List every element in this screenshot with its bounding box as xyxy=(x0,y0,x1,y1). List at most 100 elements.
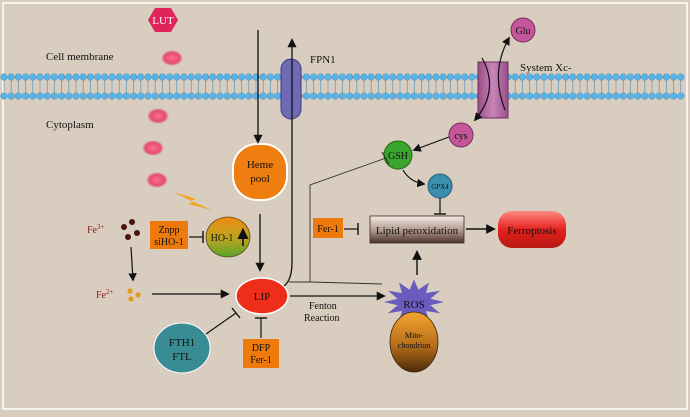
membrane-head-outer xyxy=(101,73,109,81)
membrane-head-outer xyxy=(439,73,447,81)
fe3-ion-cluster xyxy=(121,219,140,240)
membrane-head-outer xyxy=(216,73,224,81)
membrane-head-outer xyxy=(554,73,562,81)
mitochondrion-node xyxy=(389,311,439,373)
membrane-head-inner xyxy=(598,92,606,100)
membrane-head-inner xyxy=(144,92,152,100)
membrane-head-outer xyxy=(65,73,73,81)
membrane-head-outer xyxy=(302,73,310,81)
membrane-head-inner xyxy=(446,92,454,100)
membrane-head-outer xyxy=(238,73,246,81)
fth1-ftl-node xyxy=(153,322,211,374)
membrane-head-outer xyxy=(122,73,130,81)
lipid-peroxidation-box xyxy=(369,215,465,244)
mito-label-line2: chondrion xyxy=(398,341,430,350)
membrane-head-outer xyxy=(346,73,354,81)
membrane-head-outer xyxy=(454,73,462,81)
fer1-left-label: Fer-1 xyxy=(317,224,338,235)
membrane-head-inner xyxy=(7,92,15,100)
membrane-head-outer xyxy=(7,73,15,81)
membrane-head-outer xyxy=(367,73,375,81)
membrane-head-inner xyxy=(403,92,411,100)
membrane-head-inner xyxy=(562,92,570,100)
lut-dot xyxy=(161,50,183,66)
membrane-head-outer xyxy=(29,73,37,81)
membrane-head-outer xyxy=(662,73,670,81)
fe3-ion xyxy=(121,224,127,230)
membrane-head-inner xyxy=(382,92,390,100)
dfp-label: DFP xyxy=(252,343,271,354)
membrane-head-inner xyxy=(461,92,469,100)
fenton-label-line1: Fenton xyxy=(309,301,337,312)
membrane-head-outer xyxy=(36,73,44,81)
membrane-head-outer xyxy=(79,73,87,81)
membrane-head-inner xyxy=(65,92,73,100)
membrane-head-outer xyxy=(14,73,22,81)
membrane-head-outer xyxy=(619,73,627,81)
heme-pool-node xyxy=(232,143,288,201)
membrane-head-outer xyxy=(562,73,570,81)
membrane-head-outer xyxy=(648,73,656,81)
membrane-head-inner xyxy=(626,92,634,100)
znpp-label: Znpp xyxy=(158,225,179,236)
membrane-head-inner xyxy=(137,92,145,100)
membrane-head-inner xyxy=(511,92,519,100)
cell-membrane-bilayer xyxy=(0,73,685,100)
membrane-head-outer xyxy=(266,73,274,81)
lut-diffusion-dots xyxy=(142,50,183,188)
diagram-frame xyxy=(2,2,688,410)
membrane-head-inner xyxy=(346,92,354,100)
membrane-head-inner xyxy=(194,92,202,100)
membrane-head-inner xyxy=(526,92,534,100)
fe3-label: Fe3+ xyxy=(87,223,105,236)
membrane-head-outer xyxy=(533,73,541,81)
membrane-head-inner xyxy=(583,92,591,100)
membrane-head-inner xyxy=(72,92,80,100)
lut-label: LUT xyxy=(152,15,174,27)
fe3-to-fe2-arrow xyxy=(128,246,137,282)
membrane-head-inner xyxy=(223,92,231,100)
membrane-head-inner xyxy=(202,92,210,100)
cys-import-arrow xyxy=(473,57,491,122)
fer1-bottom-label: Fer-1 xyxy=(250,355,271,366)
glu-node xyxy=(510,17,536,43)
membrane-head-inner xyxy=(418,92,426,100)
membrane-head-inner xyxy=(353,92,361,100)
membrane-head-inner xyxy=(331,92,339,100)
membrane-head-outer xyxy=(655,73,663,81)
membrane-head-outer xyxy=(670,73,678,81)
membrane-head-outer xyxy=(202,73,210,81)
mito-label-line1: Mito- xyxy=(405,331,424,340)
membrane-head-outer xyxy=(396,73,404,81)
membrane-head-inner xyxy=(590,92,598,100)
membrane-head-outer xyxy=(338,73,346,81)
membrane-head-outer xyxy=(274,73,282,81)
membrane-head-outer xyxy=(626,73,634,81)
membrane-head-inner xyxy=(151,92,159,100)
system-xc-label: System Xc- xyxy=(520,62,572,74)
membrane-head-outer xyxy=(22,73,30,81)
membrane-head-inner xyxy=(130,92,138,100)
cys-to-gsh-arrow xyxy=(412,136,450,152)
dfp-fer1-box xyxy=(243,339,279,368)
membrane-head-inner xyxy=(238,92,246,100)
fe3-ion xyxy=(134,230,140,236)
membrane-head-outer xyxy=(151,73,159,81)
cys-label: cys xyxy=(454,131,467,142)
membrane-head-outer xyxy=(547,73,555,81)
fe2-ion xyxy=(135,292,141,298)
membrane-head-inner xyxy=(108,92,116,100)
membrane-head-inner xyxy=(259,92,267,100)
fth1-inhibit-bar xyxy=(231,307,241,319)
membrane-head-inner xyxy=(425,92,433,100)
membrane-head-inner xyxy=(58,92,66,100)
membrane-head-outer xyxy=(173,73,181,81)
lightning-icon xyxy=(174,192,212,210)
membrane-head-inner xyxy=(677,92,685,100)
membrane-head-outer xyxy=(144,73,152,81)
membrane-head-inner xyxy=(274,92,282,100)
membrane-head-inner xyxy=(410,92,418,100)
cell-membrane-label: Cell membrane xyxy=(46,51,114,63)
fe2-label: Fe2+ xyxy=(96,288,114,301)
